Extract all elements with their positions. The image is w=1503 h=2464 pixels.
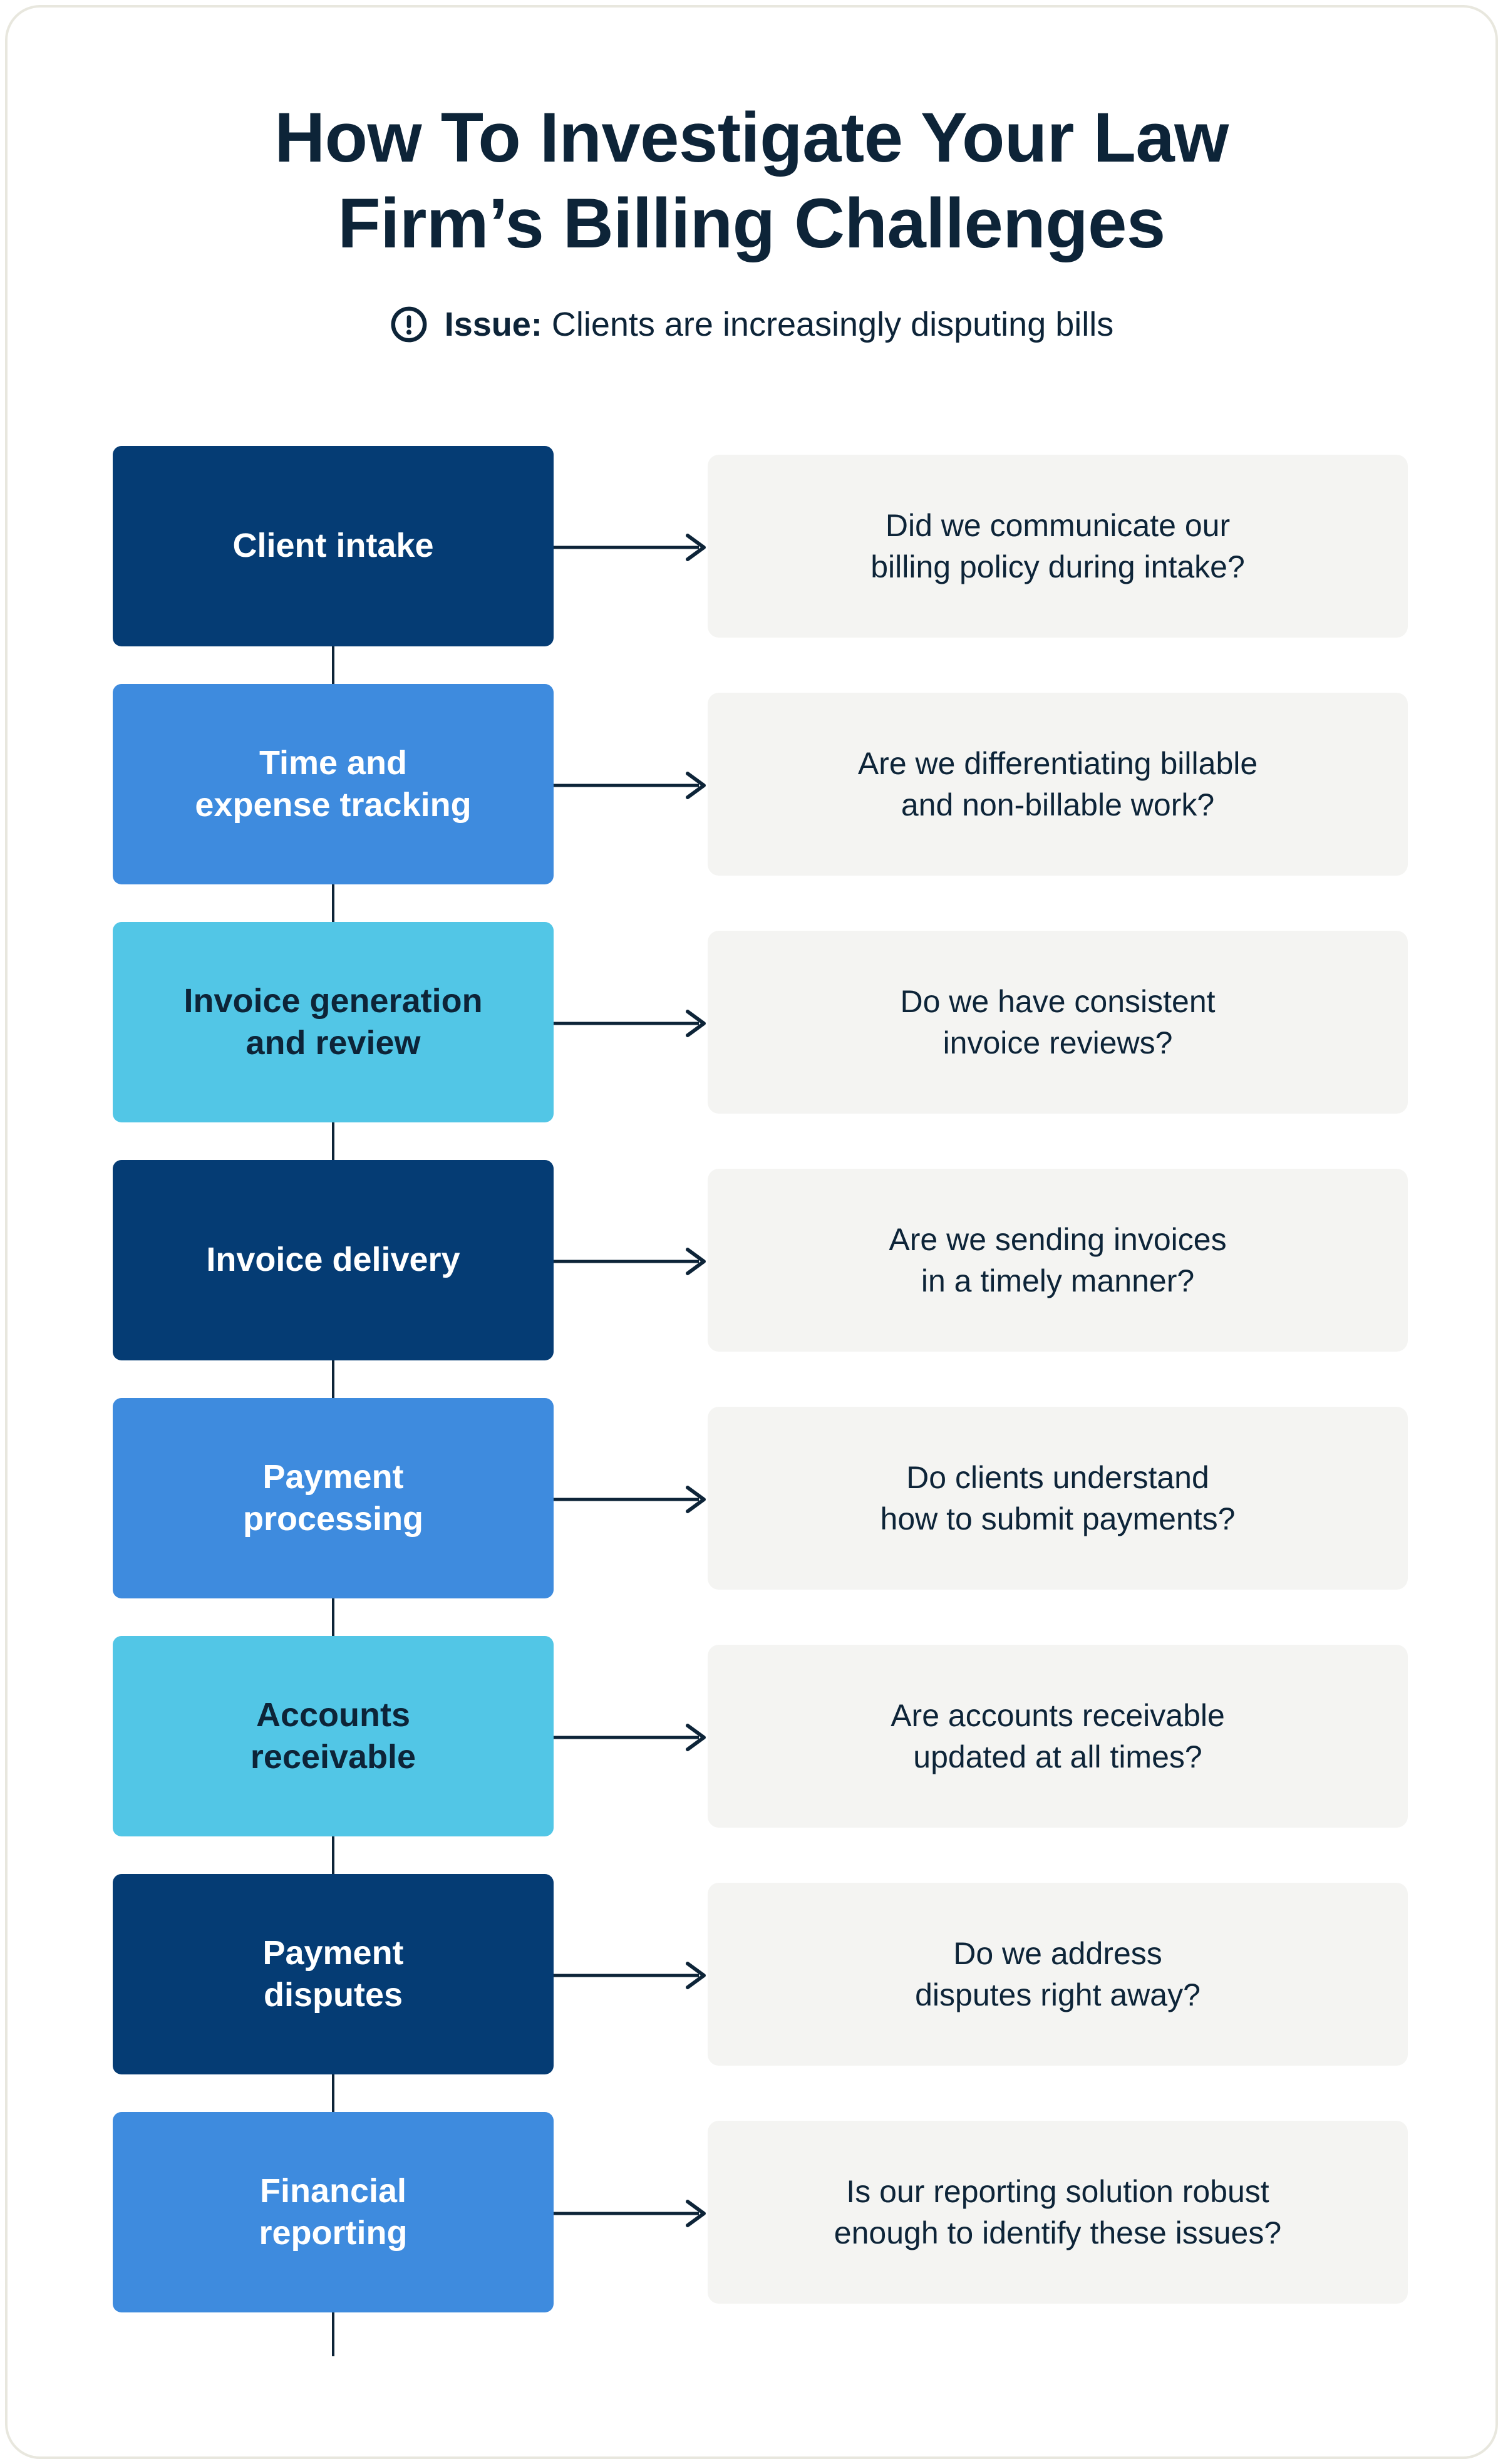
- question-text: Are we sending invoices in a timely mann…: [889, 1222, 1227, 1298]
- arrow-right-icon: [554, 1010, 706, 1037]
- stage-label: Invoice generation and review: [183, 981, 483, 1062]
- question-text: Do we have consistent invoice reviews?: [900, 984, 1216, 1060]
- arrow-right-icon: [554, 1724, 706, 1751]
- question-card: Do we have consistent invoice reviews?: [708, 931, 1408, 1114]
- question-text: Did we communicate our billing policy du…: [870, 508, 1245, 584]
- infographic-page: How To Investigate Your Law Firm’s Billi…: [5, 5, 1498, 2459]
- question-card: Are we differentiating billable and non-…: [708, 693, 1408, 876]
- stage-box[interactable]: Invoice delivery: [113, 1160, 554, 1360]
- issue-text: Issue: Clients are increasingly disputin…: [445, 305, 1114, 344]
- question-card: Are accounts receivable updated at all t…: [708, 1645, 1408, 1828]
- stage-label: Financial reporting: [259, 2172, 408, 2252]
- arrow-right-icon: [554, 2200, 706, 2227]
- flow-row: Financial reporting Is our reporting solu…: [8, 2112, 1495, 2312]
- issue-callout: Issue: Clients are increasingly disputin…: [8, 305, 1495, 344]
- arrow-right-icon: [554, 1486, 706, 1513]
- arrow-right-icon: [554, 772, 706, 799]
- issue-label: Issue:: [444, 306, 542, 344]
- question-text: Are we differentiating billable and non-…: [857, 746, 1258, 822]
- question-text: Is our reporting solution robust enough …: [834, 2174, 1282, 2250]
- flow-row: Invoice delivery Are we sending invoices …: [8, 1160, 1495, 1360]
- stage-label: Invoice delivery: [206, 1241, 460, 1279]
- page-title: How To Investigate Your Law Firm’s Billi…: [274, 98, 1229, 262]
- arrow-right-icon: [554, 534, 706, 561]
- question-card: Did we communicate our billing policy du…: [708, 455, 1408, 638]
- question-card: Are we sending invoices in a timely mann…: [708, 1169, 1408, 1352]
- stage-label: Payment processing: [242, 1457, 424, 1538]
- issue-description: Clients are increasingly disputing bills: [551, 306, 1114, 344]
- stage-box[interactable]: Payment disputes: [113, 1874, 554, 2074]
- question-card: Do we address disputes right away?: [708, 1883, 1408, 2066]
- billing-process-flow: Client intake Did we communicate our bill…: [8, 446, 1495, 2413]
- header: How To Investigate Your Law Firm’s Billi…: [8, 8, 1495, 344]
- question-card: Is our reporting solution robust enough …: [708, 2121, 1408, 2304]
- flow-row: Payment disputes Do we address disputes r…: [8, 1874, 1495, 2074]
- stage-box[interactable]: Time and expense tracking: [113, 684, 554, 884]
- flow-row: Time and expense tracking Are we differen…: [8, 684, 1495, 884]
- stage-box[interactable]: Accounts receivable: [113, 1636, 554, 1836]
- arrow-right-icon: [554, 1962, 706, 1989]
- stage-label: Client intake: [232, 527, 434, 565]
- alert-circle-icon: [391, 306, 427, 343]
- stage-label: Time and expense tracking: [195, 743, 472, 824]
- stage-box[interactable]: Payment processing: [113, 1398, 554, 1598]
- flow-row: Payment processing Do clients understand …: [8, 1398, 1495, 1598]
- flow-row: Invoice generation and review Do we have …: [8, 922, 1495, 1122]
- stage-label: Payment disputes: [262, 1933, 404, 2014]
- question-text: Are accounts receivable updated at all t…: [891, 1698, 1225, 1774]
- stage-box[interactable]: Invoice generation and review: [113, 922, 554, 1122]
- stage-label: Accounts receivable: [250, 1695, 416, 1776]
- question-text: Do clients understand how to submit paym…: [880, 1460, 1236, 1536]
- question-text: Do we address disputes right away?: [915, 1936, 1201, 2012]
- stage-box[interactable]: Client intake: [113, 446, 554, 646]
- arrow-right-icon: [554, 1248, 706, 1275]
- flow-row: Client intake Did we communicate our bill…: [8, 446, 1495, 646]
- stage-box[interactable]: Financial reporting: [113, 2112, 554, 2312]
- question-card: Do clients understand how to submit paym…: [708, 1407, 1408, 1590]
- flow-row: Accounts receivable Are accounts receivab…: [8, 1636, 1495, 1836]
